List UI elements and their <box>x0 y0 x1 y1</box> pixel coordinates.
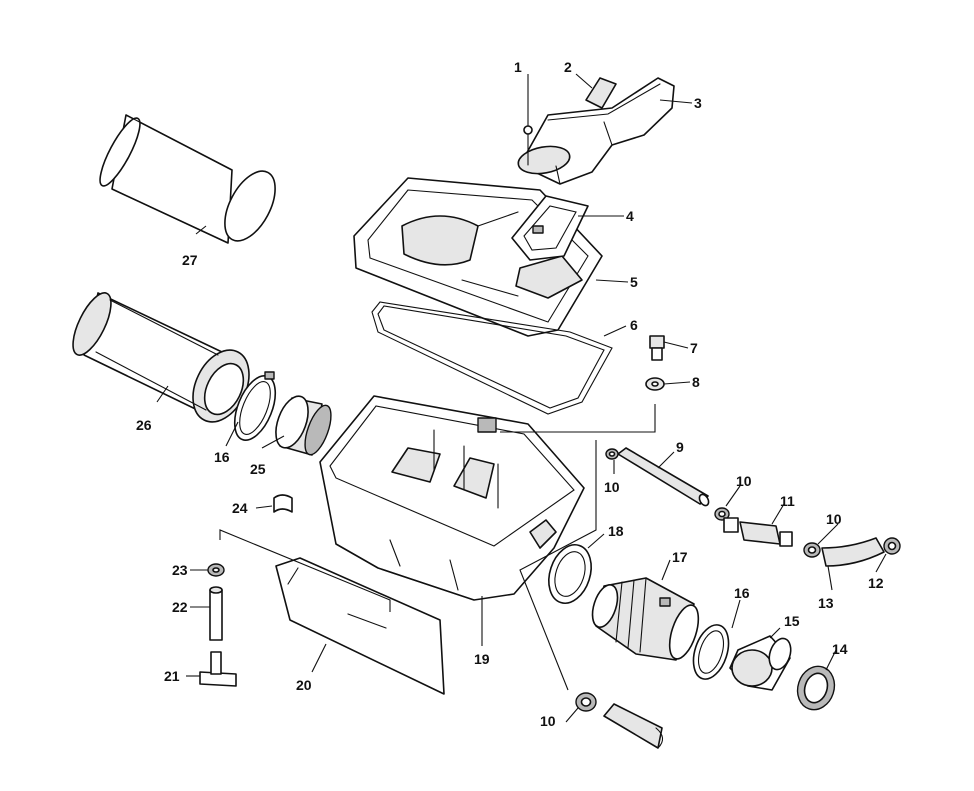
part-14-clamp <box>796 665 836 711</box>
part-15-reducer <box>729 635 792 691</box>
callout-12: 12 <box>868 575 884 591</box>
callout-10-right: 10 <box>826 511 842 527</box>
callout-13: 13 <box>818 595 834 611</box>
callout-19: 19 <box>474 651 490 667</box>
callout-1: 1 <box>514 59 522 75</box>
part-23-drain-cap <box>207 563 225 577</box>
callout-11: 11 <box>780 493 795 509</box>
part-17-intake-boot <box>591 577 700 661</box>
callout-8: 8 <box>692 374 700 390</box>
part-13-hose <box>821 537 885 567</box>
callout-10-mid: 10 <box>736 473 752 489</box>
callout-25: 25 <box>250 461 266 477</box>
part-20-panel <box>275 557 445 695</box>
callout-4: 4 <box>626 208 634 224</box>
callout-24: 24 <box>232 500 248 516</box>
part-16-clamp-right <box>692 624 730 680</box>
callout-9: 9 <box>676 439 684 455</box>
callout-17: 17 <box>672 549 688 565</box>
callout-10-bottom: 10 <box>540 713 556 729</box>
part-24-clip <box>273 494 293 513</box>
part-10-clamp-top <box>605 448 619 460</box>
callout-20: 20 <box>296 677 312 693</box>
callout-2: 2 <box>564 59 572 75</box>
part-25-adapter-collar <box>275 395 332 456</box>
part-18-seal-ring <box>548 544 592 604</box>
part-27-filter-sleeve <box>99 114 276 244</box>
part-19-airbox-housing <box>319 395 585 601</box>
callout-14: 14 <box>832 641 848 657</box>
part-2-foam-pad <box>585 77 617 109</box>
part-11-check-valve <box>723 517 793 547</box>
callout-18: 18 <box>608 523 624 539</box>
callout-16-left: 16 <box>214 449 230 465</box>
part-8-washer <box>645 377 665 391</box>
part-7-bolt <box>649 335 665 361</box>
callout-6: 6 <box>630 317 638 333</box>
callout-21: 21 <box>164 668 180 684</box>
callout-23: 23 <box>172 562 188 578</box>
part-16-clamp-left <box>233 371 277 441</box>
callout-labels: 1 2 3 4 5 6 7 8 9 10 10 10 10 11 12 13 1… <box>136 59 884 729</box>
part-4-cover-plate <box>511 195 589 261</box>
callout-16-right: 16 <box>734 585 750 601</box>
part-21-tee-fitting <box>199 651 237 687</box>
callout-22: 22 <box>172 599 188 615</box>
part-6-seal <box>371 301 613 415</box>
part-10-clamp-right <box>803 542 821 558</box>
part-22-tube <box>209 586 223 641</box>
callout-27: 27 <box>182 252 198 268</box>
part-26-air-filter <box>72 292 250 423</box>
part-10-clamp-mid <box>714 507 730 521</box>
callout-3: 3 <box>694 95 702 111</box>
callout-5: 5 <box>630 274 638 290</box>
leader-lines <box>156 73 887 723</box>
bottom-drain-tube <box>603 703 664 749</box>
callout-26: 26 <box>136 417 152 433</box>
part-12-small-clamp <box>883 537 901 555</box>
callout-10-top: 10 <box>604 479 620 495</box>
part-10-clamp-bottom <box>575 692 597 712</box>
part-9-drain-tube <box>617 447 710 507</box>
callout-15: 15 <box>784 613 800 629</box>
part-3-intake-snorkel <box>517 77 675 185</box>
callout-7: 7 <box>690 340 698 356</box>
